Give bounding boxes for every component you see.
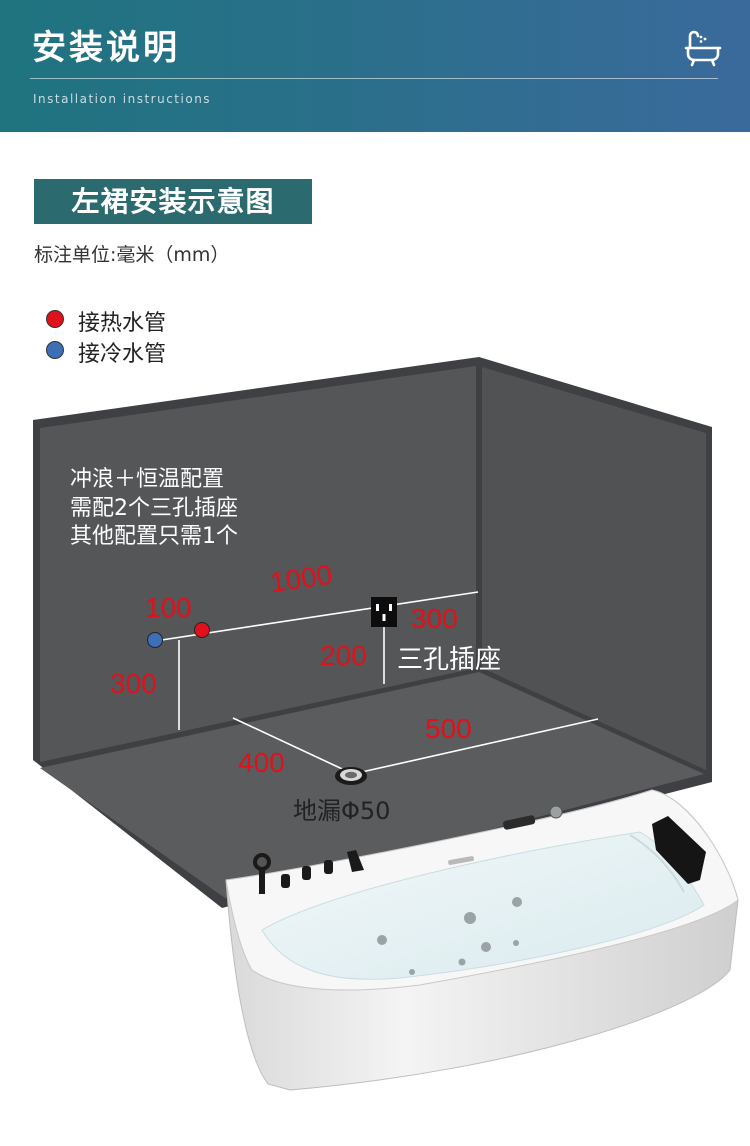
- socket-label: 三孔插座: [397, 645, 502, 675]
- dim-socket-to-corner: 300: [411, 603, 458, 634]
- floor-drain-icon: [335, 767, 367, 785]
- dim-drain-to-corner: 500: [425, 713, 472, 744]
- legend-cold-label: 接冷水管: [78, 342, 167, 367]
- dim-drain-from-wall: 400: [238, 747, 285, 778]
- wall-note-3: 其他配置只需1个: [70, 524, 238, 549]
- floor: [40, 672, 704, 898]
- dim-pipe-height: 300: [110, 668, 157, 699]
- dim-socket-height: 200: [320, 640, 367, 671]
- socket-icon: [371, 597, 397, 627]
- drain-label: 地漏Φ50: [293, 797, 391, 825]
- wall-note-1: 冲浪＋恒温配置: [70, 467, 225, 492]
- wall-note-2: 需配2个三孔插座: [70, 496, 238, 521]
- cold-water-pipe: [147, 632, 163, 648]
- back-wall: [40, 366, 476, 762]
- page-title: 安装说明: [32, 28, 180, 68]
- header-divider: [30, 78, 718, 79]
- page-subtitle: Installation instructions: [33, 92, 212, 106]
- unit-note: 标注单位:毫米（mm）: [34, 244, 230, 266]
- cold-water-dot: [46, 341, 64, 359]
- bathtub-icon: [684, 30, 722, 67]
- section-title: 左裙安装示意图: [71, 185, 275, 218]
- side-wall: [482, 367, 706, 770]
- section-heading: 左裙安装示意图: [34, 179, 312, 224]
- hot-water-dot: [46, 310, 64, 328]
- dim-pipe-spacing: 100: [145, 592, 192, 623]
- legend-hot-label: 接热水管: [78, 311, 167, 336]
- hot-water-pipe: [194, 622, 210, 638]
- header-banner: 安装说明 Installation instructions: [0, 0, 750, 132]
- bathtub-illustration: [225, 789, 739, 1091]
